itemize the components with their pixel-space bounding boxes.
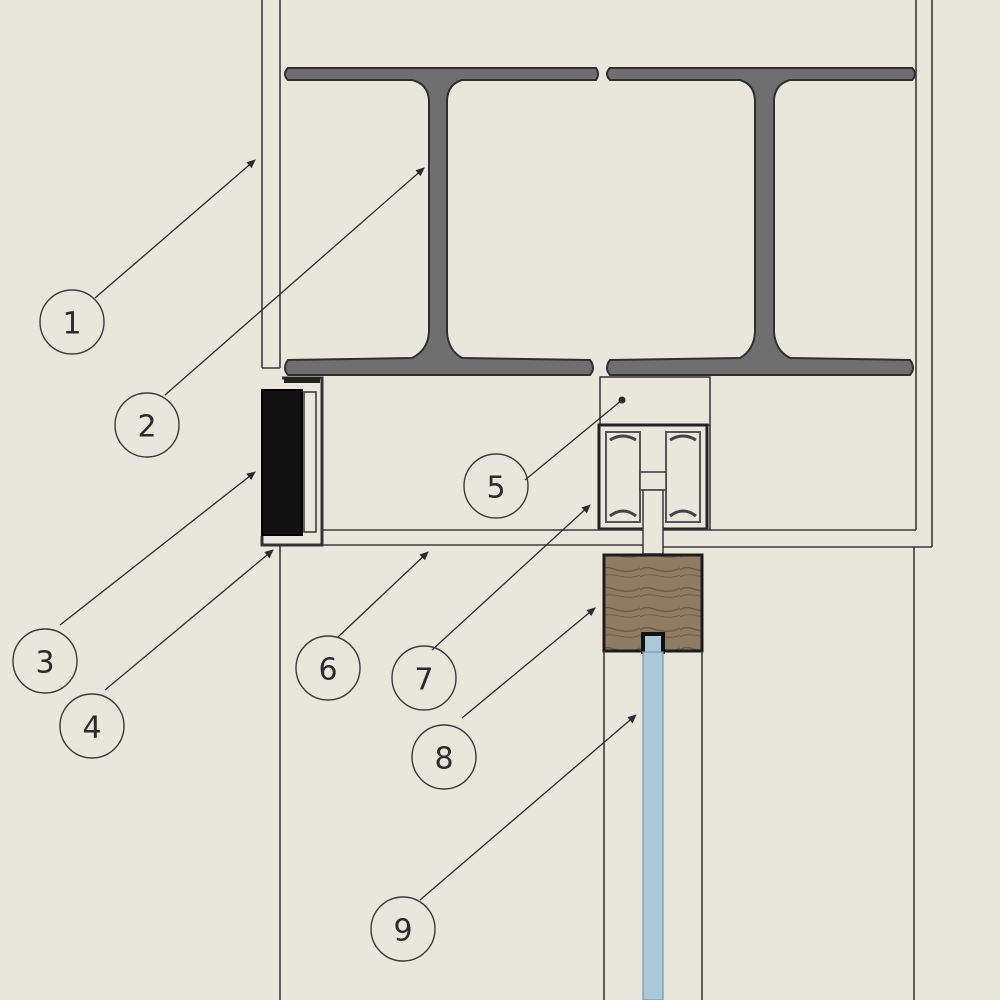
leader-9 (419, 714, 637, 901)
leader-6 (337, 551, 429, 638)
callout-8-label: 8 (434, 742, 453, 777)
leader-7 (431, 504, 591, 651)
callout-4: 4 (59, 693, 125, 759)
callout-6: 6 (295, 635, 361, 701)
steel-beam-right (606, 67, 916, 376)
leader-lines (59, 159, 637, 901)
glass-pane (603, 651, 703, 1000)
leader-5 (524, 399, 623, 481)
callout-1: 1 (39, 289, 105, 355)
callout-3: 3 (12, 628, 78, 694)
callouts: 1 2 3 4 5 6 7 8 (12, 289, 529, 962)
leader-1 (94, 159, 256, 299)
callout-9-label: 9 (393, 914, 412, 949)
roller-channel (597, 423, 709, 555)
leader-5-dot (618, 396, 626, 404)
callout-2: 2 (114, 392, 180, 458)
callout-4-label: 4 (82, 711, 101, 746)
leader-4 (104, 549, 274, 691)
callout-3-label: 3 (35, 646, 54, 681)
callout-6-label: 6 (318, 653, 337, 688)
callout-7: 7 (391, 645, 457, 711)
leader-2 (164, 167, 425, 396)
callout-5: 5 (463, 453, 529, 519)
ceiling-board (322, 529, 932, 548)
steel-beam-left (284, 67, 599, 376)
leader-8 (461, 607, 596, 719)
wall-lining (261, 0, 933, 1000)
callout-2-label: 2 (137, 410, 156, 445)
timber-head-frame (602, 553, 704, 654)
callout-1-label: 1 (62, 307, 81, 342)
callout-9: 9 (370, 896, 436, 962)
callout-8: 8 (411, 724, 477, 790)
callout-5-label: 5 (486, 471, 505, 506)
seal-profile (260, 376, 324, 547)
callout-7-label: 7 (414, 663, 433, 698)
leader-3 (59, 471, 256, 626)
